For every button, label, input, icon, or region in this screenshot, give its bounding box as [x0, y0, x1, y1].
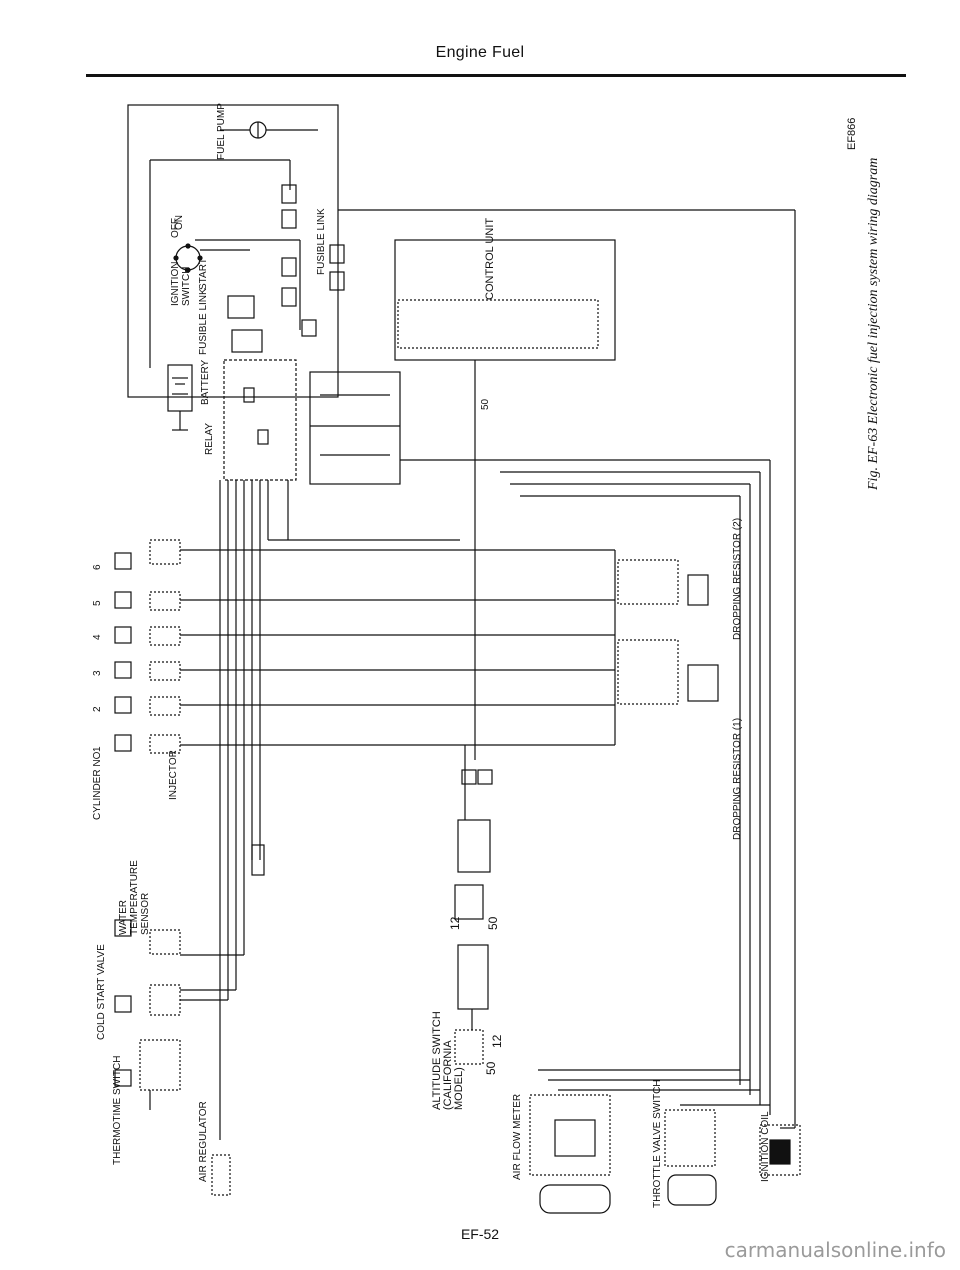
cylinder-5-number: 5: [92, 600, 103, 606]
battery-label: BATTERY: [200, 359, 211, 405]
air-regulator-label: AIR REGULATOR: [198, 1101, 209, 1182]
header-rule: [86, 74, 906, 77]
relay-terminal-50: 50: [480, 398, 491, 410]
cylinder-3-number: 3: [92, 670, 103, 676]
lower-right-components: [529, 1094, 801, 1214]
altitude-terminal-50: 50: [484, 1061, 498, 1075]
throttle-valve-switch-label: THROTTLE VALVE SWITCH: [652, 1079, 663, 1208]
ignition-switch-label: IGNITION SWITCH: [170, 261, 192, 306]
bus-lines: [219, 480, 460, 1140]
ignition-switch-symbol: [173, 243, 250, 273]
injector-connectors: [114, 539, 181, 754]
fusible-link-label-b: FUSIBLE LINK: [316, 208, 327, 275]
fuel-pump-symbol: [249, 121, 267, 139]
harness-loop: [338, 209, 796, 1129]
injector-harness: [180, 549, 616, 746]
cold-start-valve-label: COLD START VALVE: [96, 944, 107, 1040]
figure-caption: Fig. EF-63 Electronic fuel injection sys…: [866, 157, 881, 490]
cylinder-1-number: 1: [92, 746, 103, 752]
dropping-resistors: [617, 559, 719, 705]
injector-label: INJECTOR: [168, 750, 179, 800]
control-unit: [394, 239, 616, 361]
cylinder-6-number: 6: [92, 564, 103, 570]
altitude-switch-label: ALTITUDE SWITCH (CALIFORNIA MODEL): [431, 1011, 465, 1110]
page-header: Engine Fuel: [435, 44, 525, 61]
control-unit-label: CONTROL UNIT: [484, 217, 496, 300]
water-temp-sensor-label: WATER TEMPERATURE SENSOR: [118, 860, 151, 935]
fusible-link-connectors: [227, 184, 345, 353]
ignition-coil-label: IGNITION COIL: [760, 1111, 771, 1182]
pin-50-label: 50: [486, 916, 500, 930]
air-flow-meter-label: AIR FLOW METER: [512, 1093, 523, 1180]
lower-left-sensors: [114, 844, 265, 1196]
cylinder-2-number: 2: [92, 706, 103, 712]
fuel-pump-label: FUEL PUMP: [216, 103, 227, 160]
start-label: START: [198, 258, 209, 290]
pin-12-label: 12: [448, 916, 462, 930]
relay-label: RELAY: [204, 422, 215, 455]
altitude-switch-group: [454, 360, 493, 1065]
page-number: EF-52: [460, 1226, 500, 1242]
cylinder-no-label: CYLINDER NO: [92, 751, 103, 820]
figure-code: EF866: [846, 117, 858, 150]
dropping-resistor-1-label: DROPPING RESISTOR (1): [732, 717, 743, 840]
fusible-link-label-a: FUSIBLE LINK: [198, 288, 209, 355]
thermotime-switch-label: THERMOTIME SWITCH: [112, 1055, 123, 1165]
on-label: ON: [174, 215, 185, 230]
cylinder-4-number: 4: [92, 634, 103, 640]
relay-block: [223, 359, 401, 485]
dropping-resistor-2-label: DROPPING RESISTOR (2): [732, 517, 743, 640]
watermark: carmanualsonline.info: [724, 1238, 946, 1262]
altitude-terminal-12: 12: [490, 1034, 504, 1048]
power-loop: [127, 104, 339, 398]
battery-symbol: [167, 364, 193, 431]
